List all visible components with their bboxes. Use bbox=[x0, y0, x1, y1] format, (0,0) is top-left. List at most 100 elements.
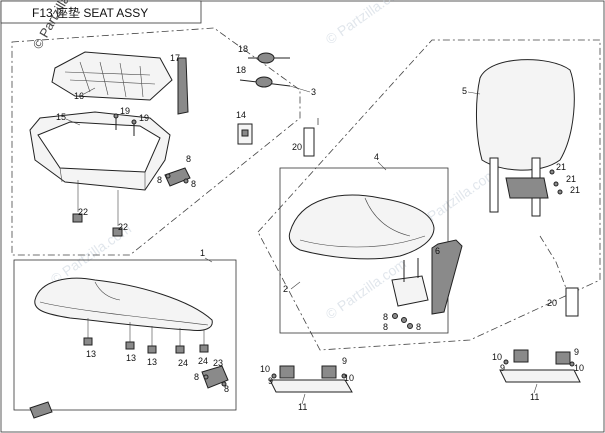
callout-3: 3 bbox=[311, 87, 316, 97]
connector-20-right bbox=[539, 235, 579, 317]
screw-19-b bbox=[131, 119, 137, 136]
main-seat-seam bbox=[39, 301, 209, 326]
leader-line bbox=[533, 383, 538, 394]
screw-21 bbox=[549, 169, 555, 175]
passenger-seat-cushion bbox=[288, 194, 435, 260]
passenger-seat-seam bbox=[299, 235, 426, 248]
callout-9: 9 bbox=[342, 356, 347, 366]
seat-latch-bracket bbox=[201, 365, 229, 389]
callout-8: 8 bbox=[191, 179, 196, 189]
backrest-post bbox=[489, 157, 499, 213]
connector-body bbox=[565, 287, 579, 317]
callout-24: 24 bbox=[178, 358, 188, 368]
latch-button bbox=[241, 129, 249, 137]
callout-17: 17 bbox=[170, 53, 180, 63]
callout-21: 21 bbox=[566, 174, 576, 184]
callout-21: 21 bbox=[570, 185, 580, 195]
storage-box-edges bbox=[59, 167, 146, 190]
seat-fasteners bbox=[83, 318, 209, 354]
mount-knob bbox=[321, 365, 337, 379]
mount-knob bbox=[279, 365, 295, 379]
callout-18: 18 bbox=[238, 44, 248, 54]
backrest bbox=[476, 59, 575, 217]
mount-bolt bbox=[569, 361, 575, 367]
passenger-seat-seam bbox=[364, 197, 411, 237]
callout-10: 10 bbox=[260, 364, 270, 374]
backrest-hinge bbox=[505, 177, 549, 199]
callout-20: 20 bbox=[547, 298, 557, 308]
leader-line bbox=[289, 85, 311, 93]
storage-tray-ribs bbox=[64, 61, 156, 98]
box-bracket-body bbox=[164, 167, 191, 187]
main-seat bbox=[34, 277, 213, 331]
bolt-8 bbox=[392, 313, 398, 319]
callout-9: 9 bbox=[574, 347, 579, 357]
seat-latch-body bbox=[201, 365, 229, 389]
callout-9: 9 bbox=[268, 376, 273, 386]
seat-label-badge-body bbox=[29, 401, 53, 419]
callout-18: 18 bbox=[236, 65, 246, 75]
callout-8: 8 bbox=[383, 322, 388, 332]
mount-bracket-right-body bbox=[499, 369, 581, 383]
callout-10: 10 bbox=[344, 373, 354, 383]
passenger-seat-group-outline bbox=[257, 39, 601, 351]
callout-19: 19 bbox=[139, 113, 149, 123]
grommet-13 bbox=[83, 337, 93, 346]
seat-label-badge bbox=[29, 401, 53, 419]
passenger-strap-body bbox=[431, 239, 463, 315]
callout-5: 5 bbox=[462, 86, 467, 96]
watermark-text: © Partzilla.com bbox=[323, 0, 409, 47]
passenger-seat bbox=[288, 194, 435, 260]
grommet-24 bbox=[175, 345, 185, 354]
callout-9: 9 bbox=[500, 363, 505, 373]
backrest-screws bbox=[549, 169, 563, 195]
main-seat-seam bbox=[94, 281, 121, 301]
callout-8: 8 bbox=[194, 372, 199, 382]
bolt-8 bbox=[407, 323, 413, 329]
callout-22: 22 bbox=[118, 222, 128, 232]
callout-22: 22 bbox=[78, 207, 88, 217]
callout-21: 21 bbox=[556, 162, 566, 172]
strap bbox=[177, 57, 189, 115]
bracket-bolt bbox=[203, 374, 209, 380]
callout-11: 11 bbox=[298, 402, 307, 412]
callout-13: 13 bbox=[147, 357, 157, 367]
page-title: F13 座垫 SEAT ASSY bbox=[32, 5, 148, 20]
leader-line bbox=[204, 257, 213, 263]
leader-line bbox=[81, 87, 96, 96]
storage-box-group-outline bbox=[11, 27, 301, 256]
storage-tray-body bbox=[51, 51, 173, 101]
mount-bolt bbox=[341, 373, 347, 379]
bracket-bolt bbox=[165, 173, 171, 179]
callout-8: 8 bbox=[157, 175, 162, 185]
mount-bolt bbox=[271, 373, 277, 379]
callout-8: 8 bbox=[416, 322, 421, 332]
callout-2: 2 bbox=[283, 284, 288, 294]
connector-20-top bbox=[303, 118, 319, 157]
clip-18-a bbox=[248, 52, 290, 64]
storage-tray bbox=[51, 51, 173, 101]
mount-bracket-center-body bbox=[269, 379, 353, 393]
callout-13: 13 bbox=[126, 353, 136, 363]
callout-15: 15 bbox=[56, 112, 66, 122]
mount-bracket-right bbox=[499, 349, 581, 383]
connector-dashed-path bbox=[539, 235, 567, 289]
callout-8: 8 bbox=[383, 312, 388, 322]
callout-6: 6 bbox=[435, 246, 440, 256]
main-seat-cushion bbox=[34, 277, 213, 331]
callout-16: 16 bbox=[74, 91, 84, 101]
callout-13: 13 bbox=[86, 349, 96, 359]
seat-group-outline bbox=[13, 259, 237, 411]
leader-line bbox=[301, 393, 306, 405]
grommet-22-a bbox=[72, 180, 83, 223]
screw-19-a bbox=[113, 113, 119, 130]
mount-bracket-center bbox=[269, 365, 353, 393]
leader-line bbox=[377, 161, 387, 171]
callout-20: 20 bbox=[292, 142, 302, 152]
callout-11: 11 bbox=[530, 392, 539, 402]
leader-line bbox=[290, 281, 301, 290]
callout-10: 10 bbox=[574, 363, 584, 373]
backrest-pad bbox=[476, 59, 575, 171]
